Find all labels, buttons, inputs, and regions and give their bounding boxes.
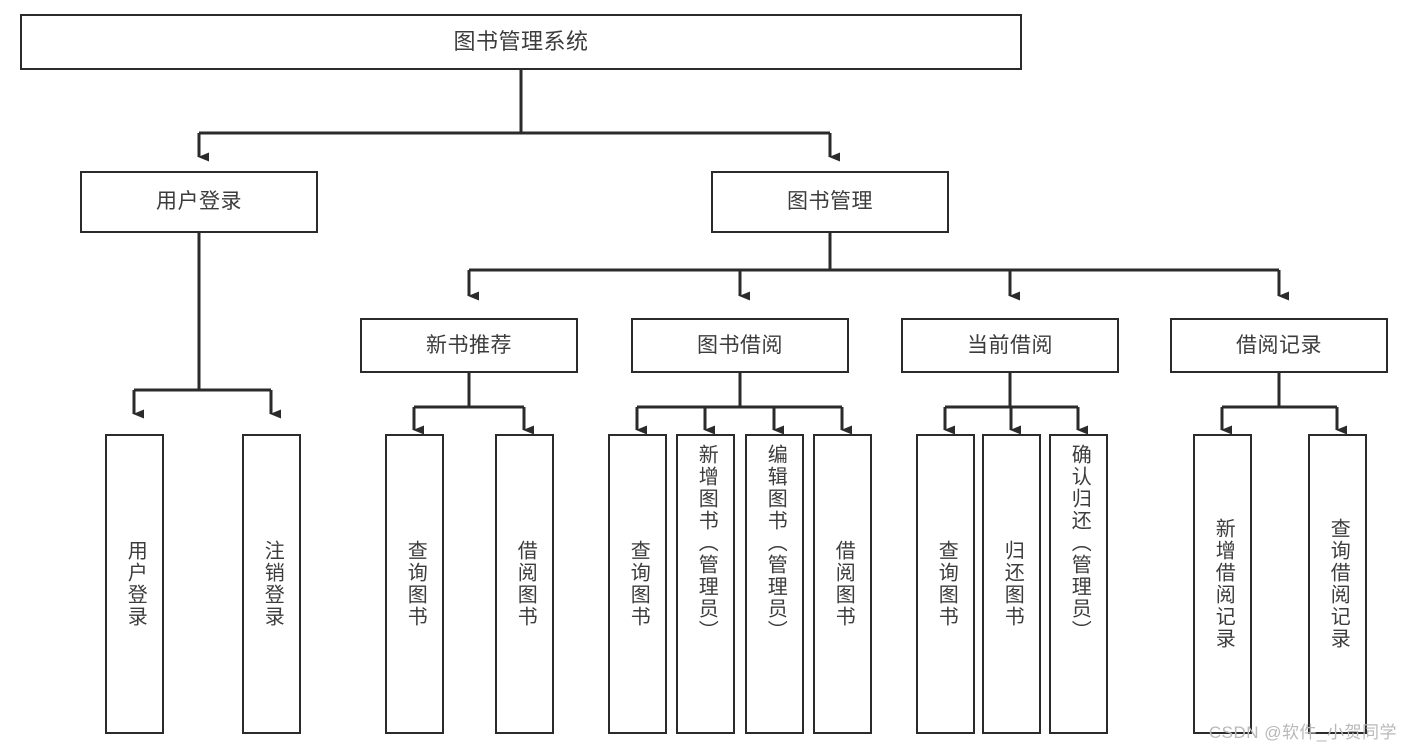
node-new-book-recommend-label: 新书推荐 [426,333,512,357]
node-user-login[interactable]: 用户登录 [80,171,318,233]
csdn-watermark: CSDN @软件_小贺同学 [1208,723,1397,742]
leaf-book-borrow-borrow-label: 借阅图书 [832,540,855,628]
node-borrow-record[interactable]: 借阅记录 [1170,318,1388,373]
node-current-borrow-label: 当前借阅 [967,333,1053,357]
leaf-current-borrow-confirm-return-label: 确认归还（管理员） [1068,444,1091,642]
leaf-book-borrow-add[interactable]: 新增图书（管理员） [676,434,735,734]
leaf-user-login-signin-label: 用户登录 [124,540,147,628]
leaf-book-borrow-edit[interactable]: 编辑图书（管理员） [745,434,804,734]
leaf-current-borrow-confirm-return[interactable]: 确认归还（管理员） [1049,434,1108,734]
node-book-borrow[interactable]: 图书借阅 [631,318,849,373]
node-user-login-label: 用户登录 [156,190,242,214]
node-current-borrow[interactable]: 当前借阅 [901,318,1119,373]
leaf-user-login-signout[interactable]: 注销登录 [242,434,301,734]
leaf-current-borrow-query-label: 查询图书 [935,540,958,628]
leaf-book-borrow-borrow[interactable]: 借阅图书 [813,434,872,734]
node-book-management[interactable]: 图书管理 [711,171,949,233]
leaf-current-borrow-query[interactable]: 查询图书 [916,434,975,734]
leaf-current-borrow-return[interactable]: 归还图书 [982,434,1041,734]
leaf-new-book-borrow-label: 借阅图书 [514,540,537,628]
node-borrow-record-label: 借阅记录 [1236,333,1322,357]
leaf-new-book-borrow[interactable]: 借阅图书 [495,434,554,734]
leaf-new-book-query[interactable]: 查询图书 [385,434,444,734]
node-book-borrow-label: 图书借阅 [697,333,783,357]
leaf-user-login-signin[interactable]: 用户登录 [105,434,164,734]
leaf-borrow-record-query-label: 查询借阅记录 [1327,518,1350,650]
leaf-new-book-query-label: 查询图书 [404,540,427,628]
node-book-management-label: 图书管理 [787,190,873,214]
leaf-book-borrow-query[interactable]: 查询图书 [608,434,667,734]
node-root-label: 图书管理系统 [453,28,589,54]
leaf-book-borrow-add-label: 新增图书（管理员） [695,444,718,642]
leaf-book-borrow-edit-label: 编辑图书（管理员） [764,444,787,642]
leaf-borrow-record-add[interactable]: 新增借阅记录 [1193,434,1252,734]
node-root-library-system[interactable]: 图书管理系统 [20,14,1022,70]
leaf-current-borrow-return-label: 归还图书 [1001,540,1024,628]
leaf-borrow-record-query[interactable]: 查询借阅记录 [1308,434,1367,734]
leaf-book-borrow-query-label: 查询图书 [627,540,650,628]
leaf-borrow-record-add-label: 新增借阅记录 [1212,518,1235,650]
node-new-book-recommend[interactable]: 新书推荐 [360,318,578,373]
leaf-user-login-signout-label: 注销登录 [261,540,284,628]
